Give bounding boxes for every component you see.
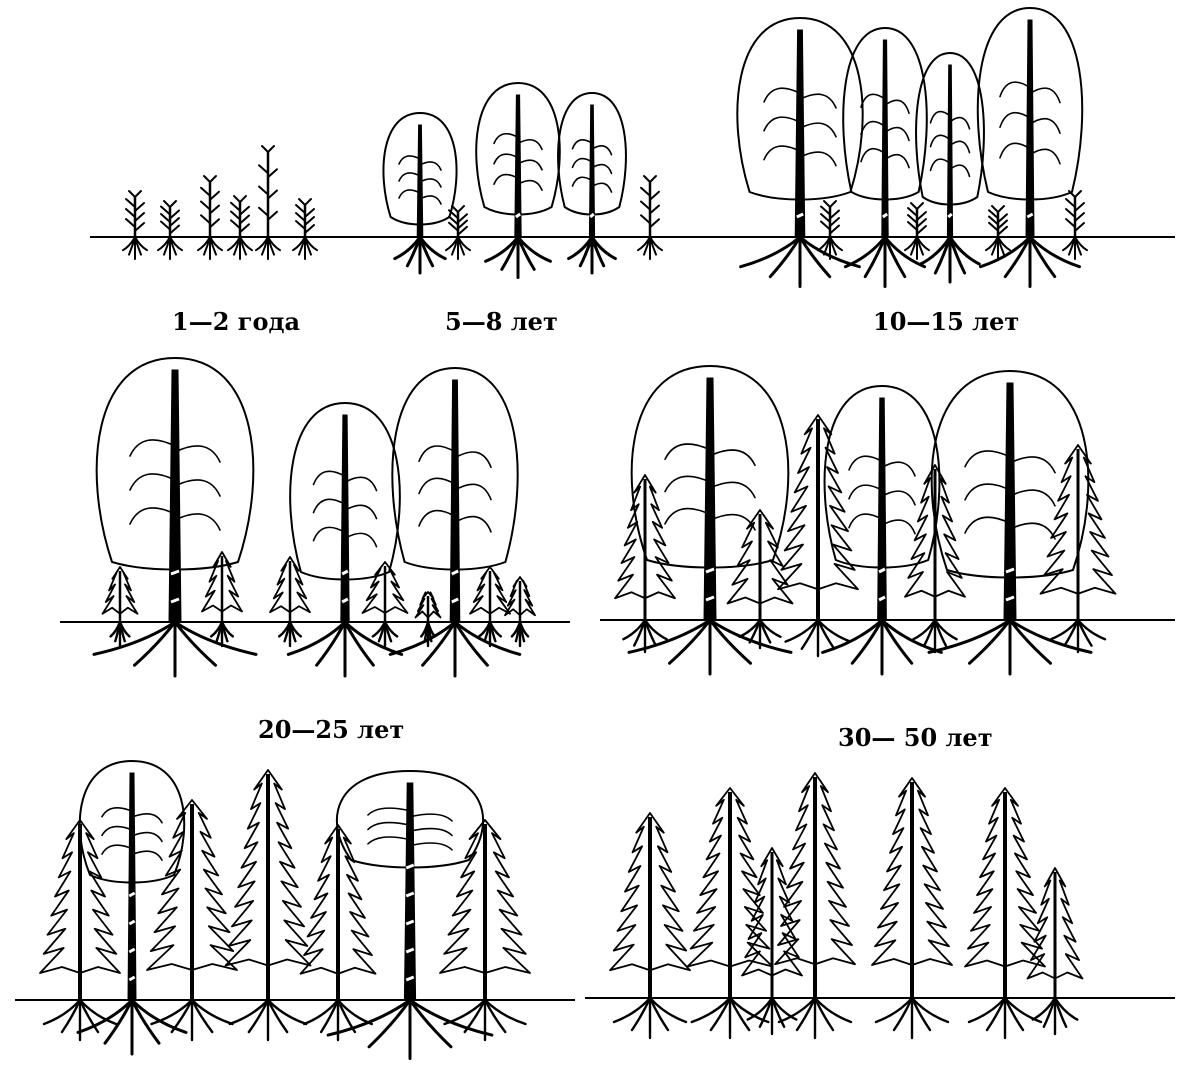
spruce-b4 xyxy=(301,825,376,1040)
stage-label-5-8: 5—8 лет xyxy=(445,307,558,336)
stage-label-10-15: 10—15 лет xyxy=(873,307,1019,336)
spruce-a2 xyxy=(728,510,793,648)
spruce-b1 xyxy=(40,820,120,1040)
stage-label-1-2: 1—2 года xyxy=(172,307,300,336)
spruce-c7 xyxy=(1028,868,1083,1034)
birch-1 xyxy=(737,18,862,287)
seedling-8 xyxy=(638,176,662,259)
trees xyxy=(40,8,1116,1059)
birch-7 xyxy=(390,368,520,676)
seedling-12 xyxy=(1063,191,1087,259)
spruce-a4 xyxy=(905,465,965,652)
stage-label-20-25: 20—25 лет xyxy=(258,715,404,744)
spruce-young-1 xyxy=(103,567,138,646)
seedling-10 xyxy=(905,203,929,259)
birch-9 xyxy=(823,386,942,674)
seedling-1 xyxy=(123,191,147,259)
seedling-5 xyxy=(256,146,280,259)
spruce-c2 xyxy=(688,788,773,1038)
spruce-young-2 xyxy=(202,552,242,646)
seedling-11 xyxy=(986,206,1010,259)
seedling-2 xyxy=(158,201,182,259)
spruce-young-5 xyxy=(416,592,441,646)
spruce-young-4 xyxy=(363,562,408,646)
spruce-c6 xyxy=(965,788,1045,1038)
seedling-3 xyxy=(198,176,222,259)
stage-labels: 1—2 года 5—8 лет 10—15 лет 20—25 лет 30—… xyxy=(172,307,1019,752)
stage-label-30-50: 30— 50 лет xyxy=(838,723,993,752)
birch-young-1 xyxy=(383,113,456,273)
seedling-4 xyxy=(228,196,252,259)
birch-11 xyxy=(78,761,186,1054)
spruce-young-3 xyxy=(270,557,310,646)
ground-lines xyxy=(15,237,1175,1000)
spruce-b5 xyxy=(440,820,530,1040)
spruce-b2 xyxy=(147,800,237,1040)
spruce-young-6 xyxy=(470,567,510,646)
spruce-young-7 xyxy=(505,577,535,646)
birch-10 xyxy=(929,371,1091,674)
birch-young-2 xyxy=(476,83,560,278)
birch-young-3 xyxy=(558,93,626,273)
seedling-6 xyxy=(293,199,317,259)
spruce-c1 xyxy=(610,813,690,1038)
